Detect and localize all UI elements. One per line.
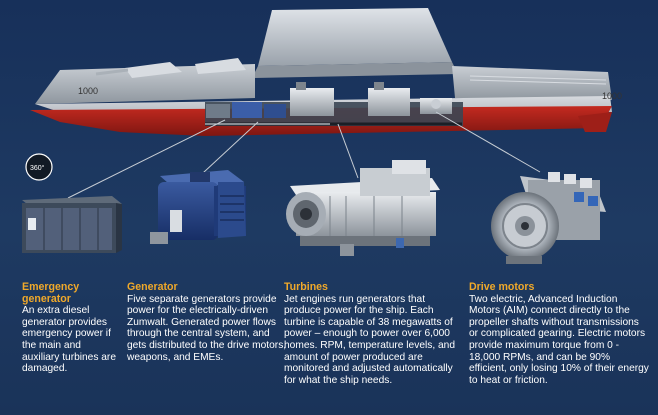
gun-mount-aft [195, 58, 246, 74]
stern-section [578, 112, 612, 132]
section-generator: Generator Five separate generators provi… [127, 281, 287, 363]
ship-turbine-1 [290, 88, 334, 116]
callout-lines [67, 111, 541, 199]
section-emergency-generator: Emergency generator An extra diesel gene… [22, 281, 120, 375]
drive-motors-text: Two electric, Advanced Induction Motors … [469, 293, 649, 386]
gun-mount-forward [125, 62, 182, 78]
hull-number-bow: 1000 [78, 86, 98, 96]
superstructure-base [252, 62, 458, 78]
emergency-generator-illustration [22, 196, 122, 253]
generator-title: Generator [127, 281, 178, 293]
aft-deck [452, 66, 612, 100]
callout-emergency [67, 119, 226, 199]
callout-turbines [337, 123, 359, 179]
generator-illustration [150, 170, 246, 244]
turbine-illustration [286, 160, 440, 256]
turbines-text: Jet engines run generators that produce … [284, 293, 455, 386]
emergency-generator-text: An extra diesel generator provides emerg… [22, 305, 116, 375]
hull-number-stern: 1000 [602, 91, 622, 101]
drive-motors-title: Drive motors [469, 281, 535, 293]
ship-generator-1 [232, 102, 262, 118]
ship-turbine-2 [368, 88, 410, 116]
ship-emergency-generator [206, 104, 230, 118]
section-drive-motors: Drive motors Two electric, Advanced Indu… [469, 281, 649, 386]
ship-superstructure [258, 8, 452, 66]
forward-deck [35, 64, 255, 104]
section-turbines: Turbines Jet engines run generators that… [284, 281, 456, 386]
generator-text: Five separate generators provide power f… [127, 293, 287, 363]
ship-generator-2 [264, 104, 286, 118]
360-view-badge[interactable]: 360° [25, 153, 53, 181]
emergency-generator-title: Emergency generator [22, 281, 80, 305]
callout-drive-motors [435, 111, 541, 173]
360-badge-label: 360° [30, 164, 45, 172]
drive-motor-illustration [491, 172, 606, 264]
ship: 1000 1000 [30, 8, 622, 136]
turbines-title: Turbines [284, 281, 328, 293]
